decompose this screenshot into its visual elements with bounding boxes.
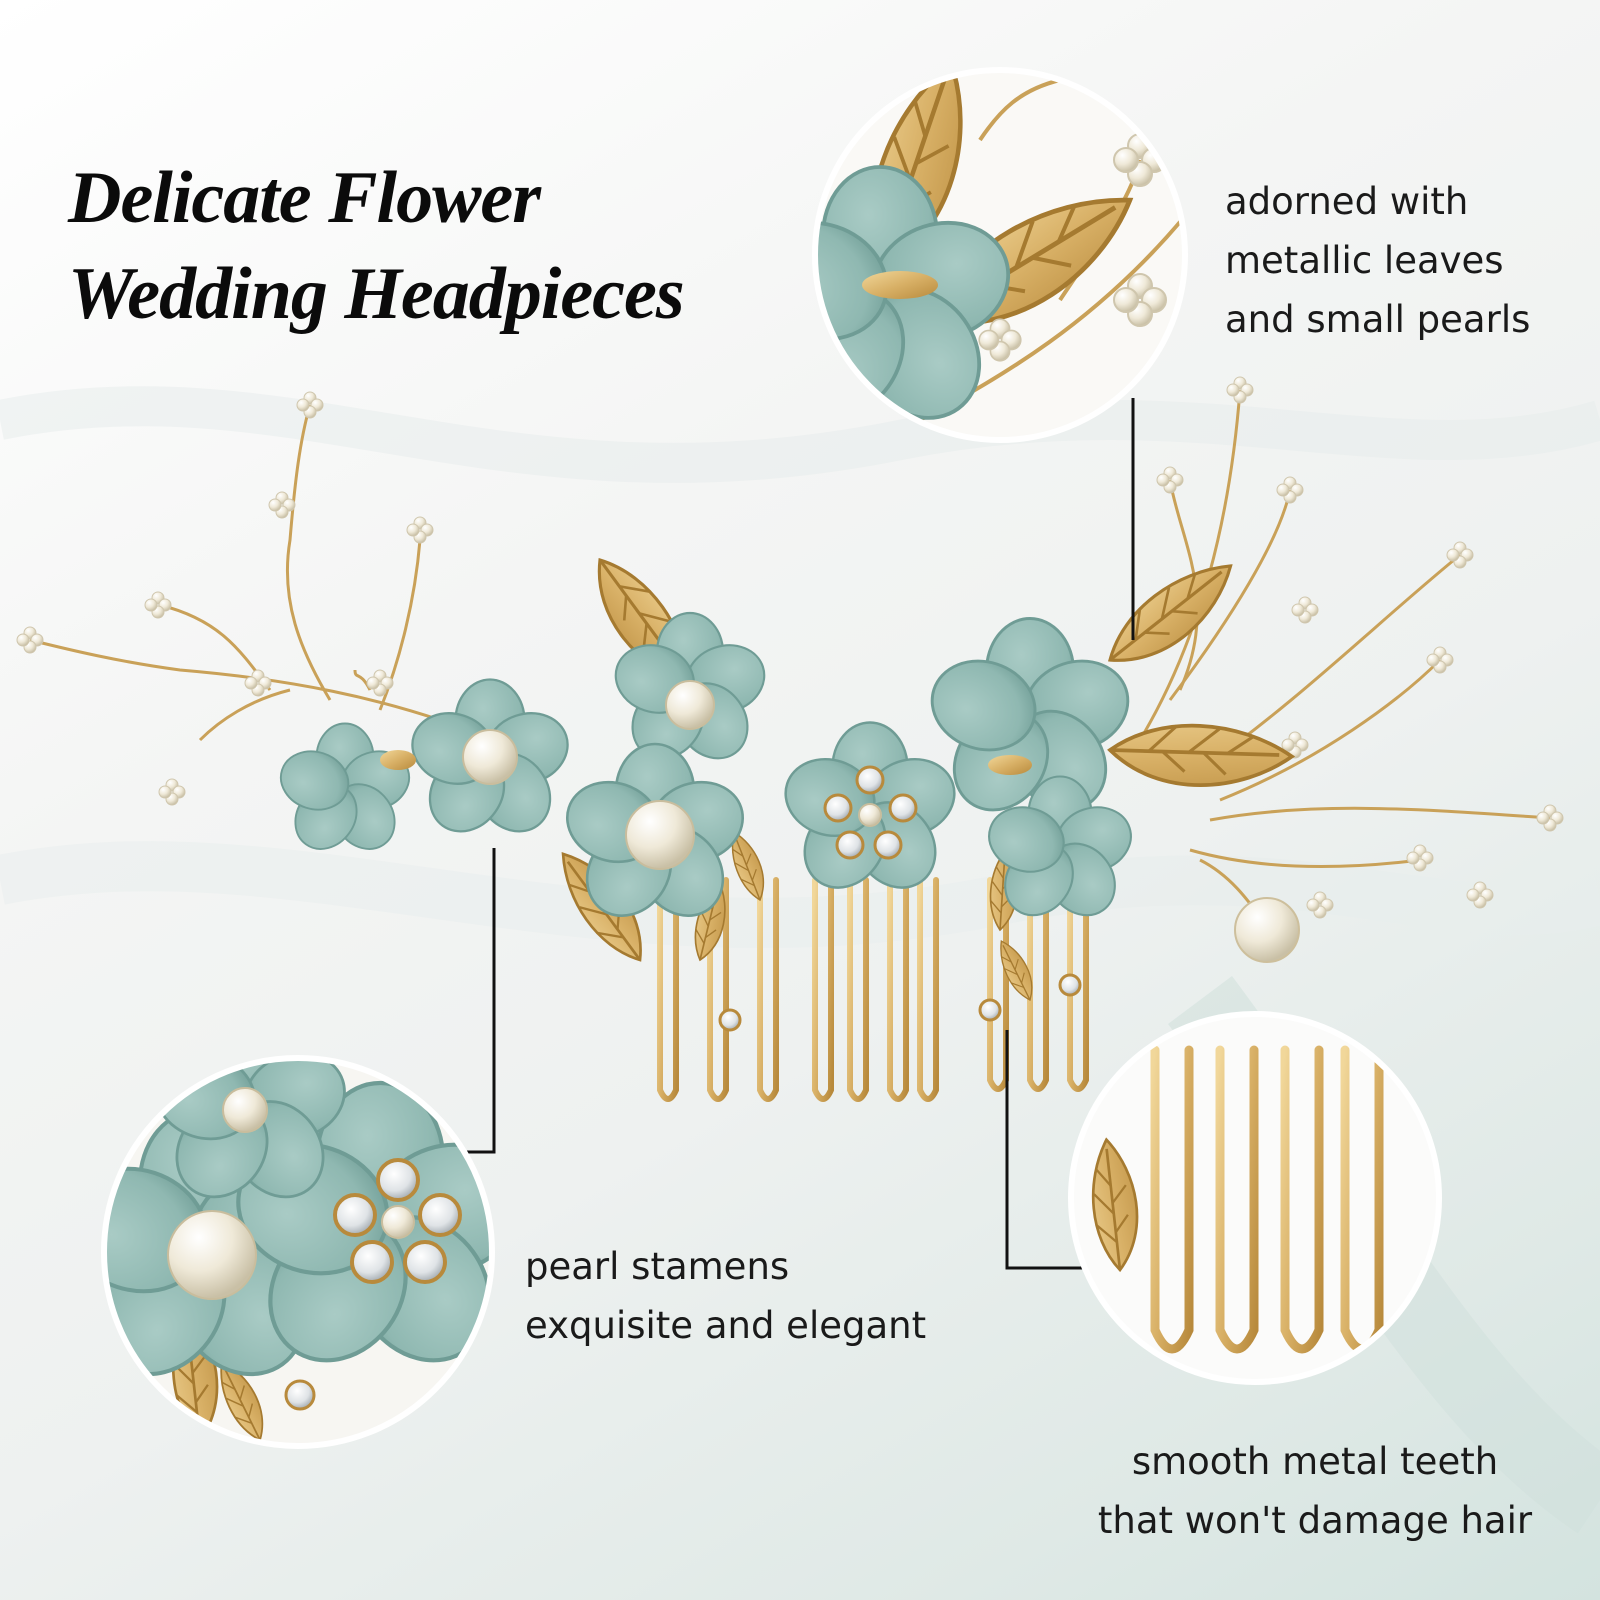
callout-line: metallic leaves bbox=[1225, 239, 1504, 282]
pearl-stamens bbox=[462, 680, 715, 870]
callout-metal-teeth: smooth metal teeth that won't damage hai… bbox=[1070, 1432, 1560, 1550]
gold-cap-accents bbox=[380, 299, 1032, 775]
connector-teeth bbox=[1005, 1030, 1088, 1270]
title-line-1: Delicate Flower bbox=[68, 157, 541, 239]
callout-line: adorned with bbox=[1225, 180, 1469, 223]
detail-circle-leaves bbox=[812, 67, 1188, 443]
dangling-pearl bbox=[1234, 897, 1300, 963]
detail-circle-teeth bbox=[1068, 1011, 1442, 1385]
callout-line: pearl stamens bbox=[525, 1245, 790, 1288]
flower-1 bbox=[272, 722, 418, 862]
callout-line: that won't damage hair bbox=[1097, 1499, 1533, 1542]
rhinestone-cluster bbox=[718, 765, 1082, 1032]
seed-pearls-right bbox=[1156, 376, 1564, 919]
hair-comb bbox=[16, 299, 1564, 1102]
comb-teeth bbox=[657, 877, 1089, 1102]
title-line-2: Wedding Headpieces bbox=[68, 253, 685, 335]
detail-circle-pearls bbox=[101, 1055, 495, 1449]
wire-spray-right bbox=[1138, 389, 1551, 932]
callout-pearl-stamens: pearl stamens exquisite and elegant bbox=[525, 1237, 926, 1355]
detail-rhinestones bbox=[284, 1158, 462, 1411]
page-title: Delicate Flower Wedding Headpieces bbox=[68, 150, 828, 342]
callout-line: exquisite and elegant bbox=[525, 1304, 927, 1347]
callout-line: smooth metal teeth bbox=[1131, 1440, 1499, 1483]
callout-metallic-leaves: adorned with metallic leaves and small p… bbox=[1225, 172, 1530, 349]
callout-line: and small pearls bbox=[1225, 298, 1531, 341]
